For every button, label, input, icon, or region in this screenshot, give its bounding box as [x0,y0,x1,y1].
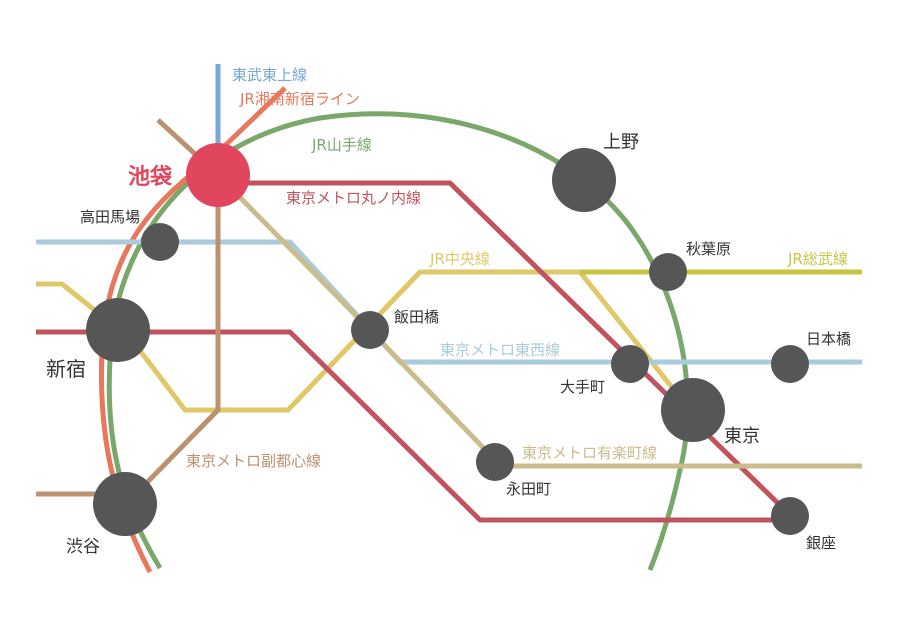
station-ginza[interactable] [771,497,809,535]
station-label-nihonbashi: 日本橋 [806,330,851,348]
station-takadanobaba[interactable] [141,223,179,261]
label-marunouchi: 東京メトロ丸ノ内線 [286,189,421,207]
label-jr-sobu: JR総武線 [787,250,848,268]
station-ikebukuro[interactable] [186,143,250,207]
station-label-ikebukuro: 池袋 [128,164,173,190]
station-label-iidabashi: 飯田橋 [394,308,439,326]
station-shibuya[interactable] [93,472,157,536]
label-jr-yamanote: JR山手線 [311,136,372,154]
station-otemachi[interactable] [611,345,649,383]
station-nihonbashi[interactable] [771,345,809,383]
label-tozai: 東京メトロ東西線 [440,341,560,359]
station-tokyo[interactable] [661,378,725,442]
line-jr-chuo [36,269,692,413]
station-label-ueno: 上野 [603,132,639,153]
label-tobu-tojo: 東武東上線 [232,66,307,84]
station-label-akihabara: 秋葉原 [686,240,731,258]
label-jr-chuo: JR中央線 [429,250,490,268]
station-iidabashi[interactable] [351,311,389,349]
station-akihabara[interactable] [649,253,687,291]
station-shinjuku[interactable] [86,298,150,362]
station-label-otemachi: 大手町 [560,378,605,396]
line-jr-yamanote [106,111,691,571]
station-label-ginza: 銀座 [806,534,836,552]
station-nagatacho[interactable] [476,443,514,481]
label-yurakucho: 東京メトロ有楽町線 [522,444,657,462]
station-label-shibuya: 渋谷 [66,537,100,557]
station-label-shinjuku: 新宿 [46,357,86,381]
line-yurakucho [216,173,862,469]
station-ueno[interactable] [552,148,616,212]
station-label-tokyo: 東京 [724,426,760,447]
station-label-nagatacho: 永田町 [506,480,551,498]
label-jr-shonan-shinjuku: JR湘南新宿ライン [239,90,360,108]
station-label-takadanobaba: 高田馬場 [80,208,140,226]
label-fukutoshin: 東京メトロ副都心線 [186,452,321,470]
